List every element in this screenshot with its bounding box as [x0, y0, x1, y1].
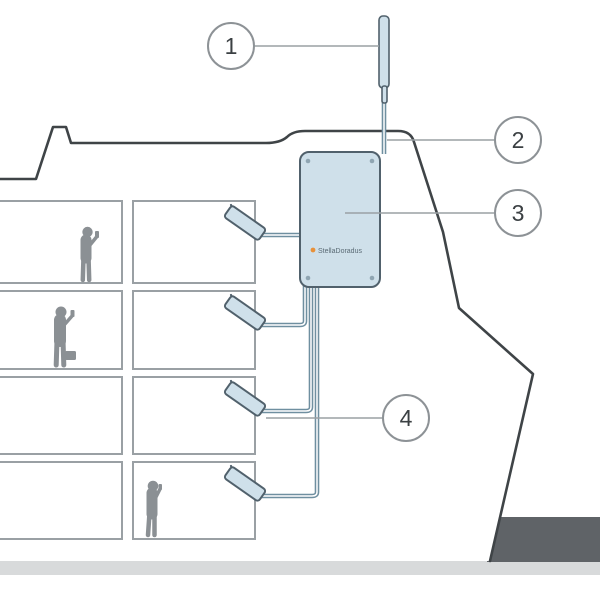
marine-antenna [378, 15, 390, 104]
brand-logo-icon [310, 247, 316, 253]
briefcase-icon [65, 351, 76, 360]
person-arm [154, 487, 162, 499]
indoor-panel-antennas [223, 203, 267, 502]
cabin [0, 200, 123, 284]
callout-4 [382, 394, 430, 442]
cabin [0, 376, 123, 455]
callout-2 [494, 116, 542, 164]
cabin [0, 461, 123, 540]
callout-1-label: 1 [225, 33, 238, 59]
mobile-phone-icon [158, 484, 162, 490]
person-arm [63, 314, 74, 326]
screw-icon [305, 275, 311, 281]
ground-strip [0, 561, 600, 575]
antenna-mast [378, 15, 390, 89]
screw-icon [369, 275, 375, 281]
screw-icon [305, 158, 311, 164]
cabin [132, 290, 256, 370]
coax-cable-deck3 [258, 284, 314, 414]
panel-antenna-1 [223, 203, 267, 241]
panel-antenna-3 [223, 379, 267, 417]
person-head [82, 226, 93, 238]
coax-cable-deck2 [258, 284, 308, 328]
callout-2-label: 2 [512, 127, 525, 153]
brand-logo-text: StellaDoradus [318, 248, 362, 255]
mobile-phone-icon [70, 310, 75, 317]
dock-platform [487, 517, 600, 562]
coax-cable-deck4 [258, 284, 320, 499]
callout-4-label: 4 [400, 405, 413, 431]
mobile-phone-icon [95, 231, 99, 238]
ship-outline [0, 125, 535, 563]
callout-3 [494, 189, 542, 237]
repeater-unit: StellaDoradus [299, 151, 381, 288]
screw-icon [369, 158, 375, 164]
person-leg [80, 254, 86, 283]
callout-1 [207, 22, 255, 70]
callout-3-label: 3 [512, 200, 525, 226]
callouts: 1 2 3 4 [207, 22, 542, 442]
person-silhouette-phone-3 [145, 480, 162, 538]
person-leg [53, 337, 60, 368]
repeater-box [299, 151, 381, 288]
person-leg [145, 510, 152, 538]
person-leg [60, 337, 67, 368]
person-silhouette-phone-2 [53, 306, 76, 368]
panel-antenna-4 [223, 464, 267, 502]
panel-antenna-2 [223, 293, 267, 331]
person-leg [86, 254, 92, 283]
person-silhouette-phone-1 [80, 226, 99, 283]
antenna-base [381, 85, 388, 104]
person-arm [88, 235, 99, 247]
